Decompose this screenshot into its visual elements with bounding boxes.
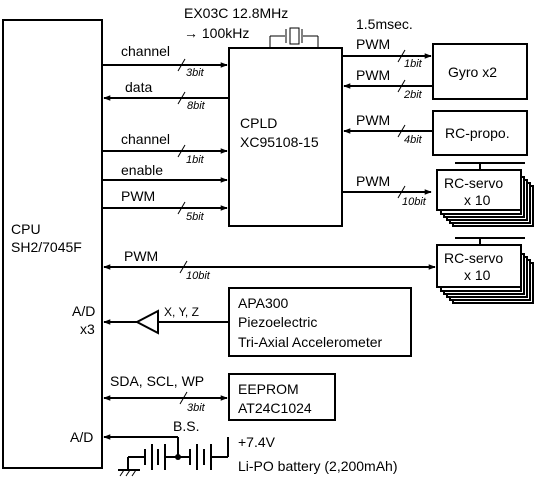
svg-text:data: data: [125, 79, 152, 95]
rc-servo-stack-a: RC-servo x 10: [436, 162, 534, 227]
rc-servo-stack-b: RC-servo x 10: [436, 237, 534, 304]
oscillator-label: EX03C 12.8MHz: [184, 5, 288, 21]
eeprom-model: AT24C1024: [238, 400, 312, 416]
svg-text:X, Y, Z: X, Y, Z: [164, 305, 199, 319]
cpu-block: CPU SH2/7045F A/D x3 A/D: [2, 19, 103, 469]
cpld-block: CPLD XC95108-15: [228, 47, 343, 227]
rc-servo-b-label: RC-servo: [444, 250, 503, 266]
gyro-block: Gyro x2: [432, 43, 528, 100]
signal-i2c: SDA, SCL, WP 3bit: [103, 373, 228, 414]
svg-text:SDA, SCL, WP: SDA, SCL, WP: [110, 373, 204, 389]
svg-text:PWM: PWM: [121, 188, 155, 204]
svg-text:1bit: 1bit: [186, 154, 205, 166]
cpu-ad2-label: A/D: [70, 429, 93, 445]
signal-pwm-gyro-out: 1.5msec. PWM 1bit: [342, 16, 432, 70]
signal-channel-3bit: channel 3bit: [102, 43, 228, 79]
svg-text:PWM: PWM: [356, 112, 390, 128]
cpu-ad-count-label: x3: [80, 321, 95, 337]
svg-text:1.5msec.: 1.5msec.: [356, 16, 413, 32]
svg-text:PWM: PWM: [356, 36, 390, 52]
eeprom-label: EEPROM: [238, 381, 299, 397]
svg-text:enable: enable: [121, 162, 163, 178]
accelerometer-type: Piezoelectric: [238, 314, 317, 330]
svg-text:channel: channel: [121, 131, 170, 147]
svg-text:PWM: PWM: [356, 67, 390, 83]
battery-icon: [128, 444, 228, 470]
svg-text:2bit: 2bit: [403, 89, 423, 101]
cpld-label: CPLD: [240, 115, 277, 131]
signal-pwm-5bit: PWM 5bit: [102, 188, 228, 223]
signal-xyz: X, Y, Z: [103, 305, 229, 335]
svg-text:3bit: 3bit: [187, 402, 206, 414]
cpu-model-label: SH2/7045F: [11, 239, 82, 255]
battery-voltage: +7.4V: [238, 434, 276, 450]
svg-text:3bit: 3bit: [186, 67, 205, 79]
signal-pwm-gyro-in: PWM 2bit: [343, 67, 433, 101]
rc-servo-a-label: RC-servo: [444, 175, 503, 191]
accelerometer-desc: Tri-Axial Accelerometer: [238, 334, 383, 350]
svg-text:channel: channel: [121, 43, 170, 59]
signal-enable: enable: [102, 162, 228, 183]
battery-desc: Li-PO battery (2,200mAh): [238, 458, 398, 474]
accelerometer-model: APA300: [238, 295, 289, 311]
oscillator: EX03C 12.8MHz → 100kHz: [184, 5, 319, 48]
cpu-ad-label: A/D: [72, 303, 95, 319]
battery-bs-label: B.S.: [173, 418, 199, 434]
svg-text:PWM: PWM: [124, 248, 158, 264]
svg-text:10bit: 10bit: [186, 270, 211, 282]
rc-propo-label: RC-propo.: [445, 125, 510, 141]
oscillator-freq-label: → 100kHz: [184, 25, 249, 41]
rc-servo-b-count: x 10: [464, 267, 491, 283]
svg-text:PWM: PWM: [356, 173, 390, 189]
signal-pwm-servo: PWM 10bit: [342, 173, 432, 208]
svg-text:10bit: 10bit: [402, 196, 427, 208]
signal-data-8bit: data 8bit: [103, 79, 229, 112]
signal-pwm-cpu-servo: PWM 10bit: [103, 248, 436, 282]
eeprom-block: EEPROM AT24C1024: [228, 373, 336, 421]
battery: B.S. +7.4V Li-PO battery (2,200mAh): [103, 418, 398, 477]
svg-text:8bit: 8bit: [187, 100, 206, 112]
amplifier-icon: [134, 309, 159, 335]
svg-text:5bit: 5bit: [186, 211, 205, 223]
cpu-label: CPU: [11, 221, 41, 237]
ground-icon: [118, 457, 140, 477]
cpld-model-label: XC95108-15: [240, 134, 319, 150]
gyro-label: Gyro x2: [448, 64, 497, 80]
rc-propo-block: RC-propo.: [432, 110, 528, 156]
signal-pwm-rc: PWM 4bit: [343, 112, 433, 146]
signal-channel-1bit: channel 1bit: [102, 131, 228, 166]
rc-servo-a-count: x 10: [464, 192, 491, 208]
accelerometer-block: APA300 Piezoelectric Tri-Axial Accelerom…: [228, 287, 412, 357]
svg-text:1bit: 1bit: [404, 58, 423, 70]
svg-text:4bit: 4bit: [404, 134, 423, 146]
